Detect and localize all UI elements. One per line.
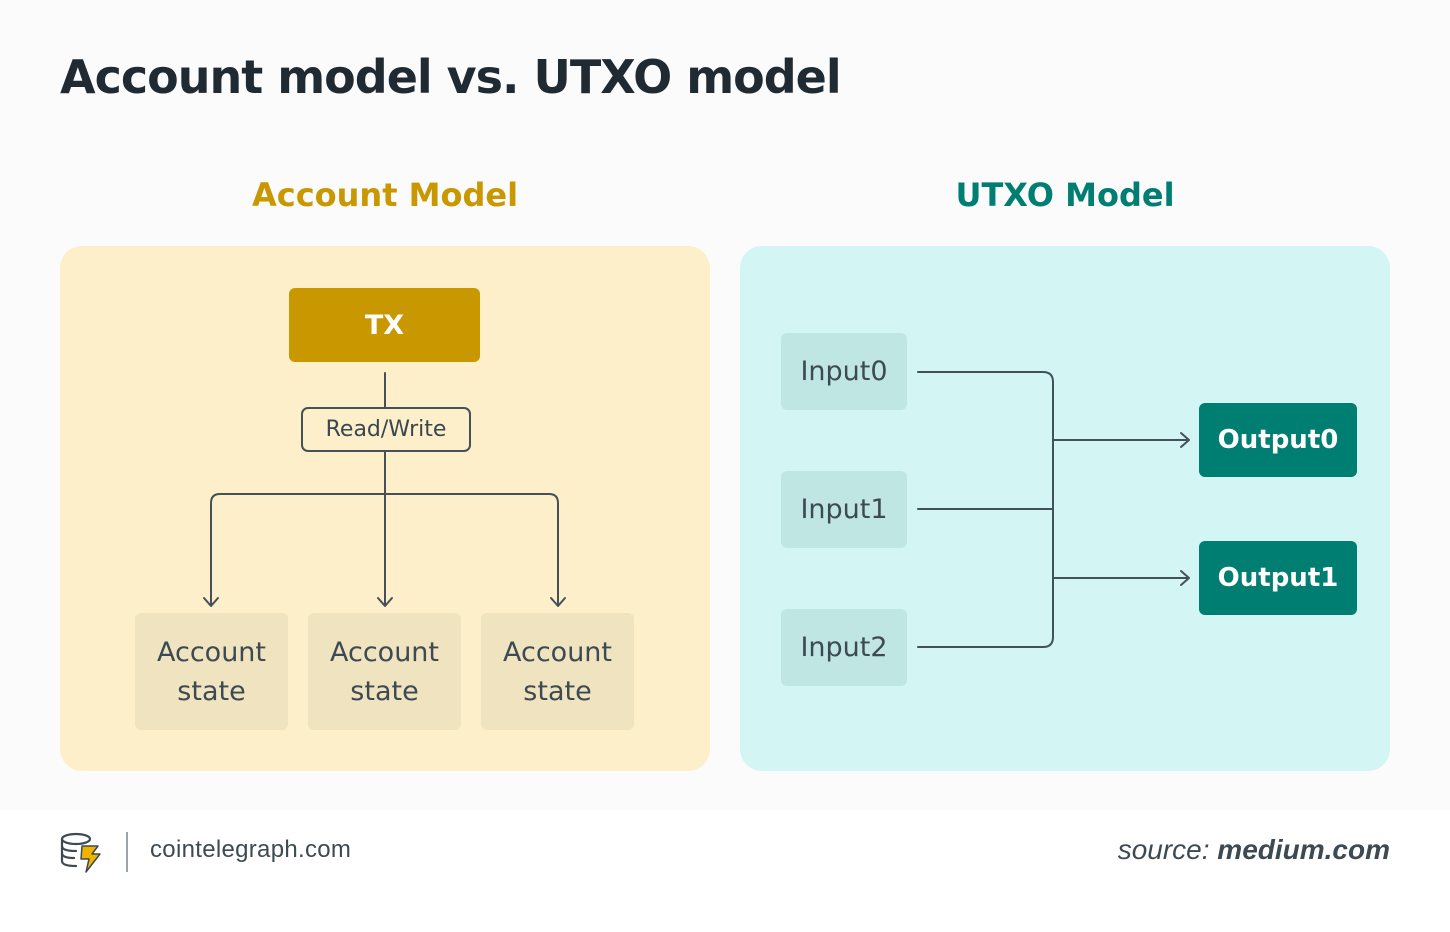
arrowhead-right-icon [550, 597, 566, 607]
cointelegraph-logo-icon [60, 832, 101, 873]
account-state-node: Account state [308, 613, 461, 730]
output-node-1: Output1 [1199, 541, 1357, 615]
arrowhead-output1-icon [1180, 570, 1190, 586]
account-state-line2: state [523, 675, 592, 707]
source-prefix: source: [1117, 834, 1210, 865]
arrowhead-center-icon [377, 597, 393, 607]
account-state-line1: Account [156, 636, 266, 668]
account-model-heading: Account Model [251, 176, 519, 214]
account-state-line1: Account [329, 636, 439, 668]
utxo-model-heading: UTXO Model [955, 176, 1175, 214]
output-node-0: Output0 [1199, 403, 1357, 477]
arrowhead-left-icon [203, 597, 219, 607]
input-node-1: Input1 [781, 471, 907, 548]
account-state-node: Account state [481, 613, 634, 730]
source-credit: source: medium.com [1118, 834, 1390, 866]
source-value: medium.com [1217, 834, 1390, 865]
page-title: Account model vs. UTXO model [60, 50, 842, 104]
account-state-line1: Account [502, 636, 612, 668]
connector-lines [203, 371, 1190, 648]
brand-name: cointelegraph.com [150, 836, 352, 863]
arrowhead-output0-icon [1180, 432, 1190, 448]
input-node-2: Input2 [781, 609, 907, 686]
footer-divider [126, 832, 128, 872]
read-write-label: Read/Write [301, 407, 471, 452]
account-state-line2: state [350, 675, 419, 707]
account-state-node: Account state [135, 613, 288, 730]
input-node-0: Input0 [781, 333, 907, 410]
account-state-line2: state [177, 675, 246, 707]
tx-node: TX [289, 288, 480, 362]
diagram-canvas: Account model vs. UTXO model Account Mod… [60, 50, 1390, 771]
branch-connector [210, 493, 559, 606]
